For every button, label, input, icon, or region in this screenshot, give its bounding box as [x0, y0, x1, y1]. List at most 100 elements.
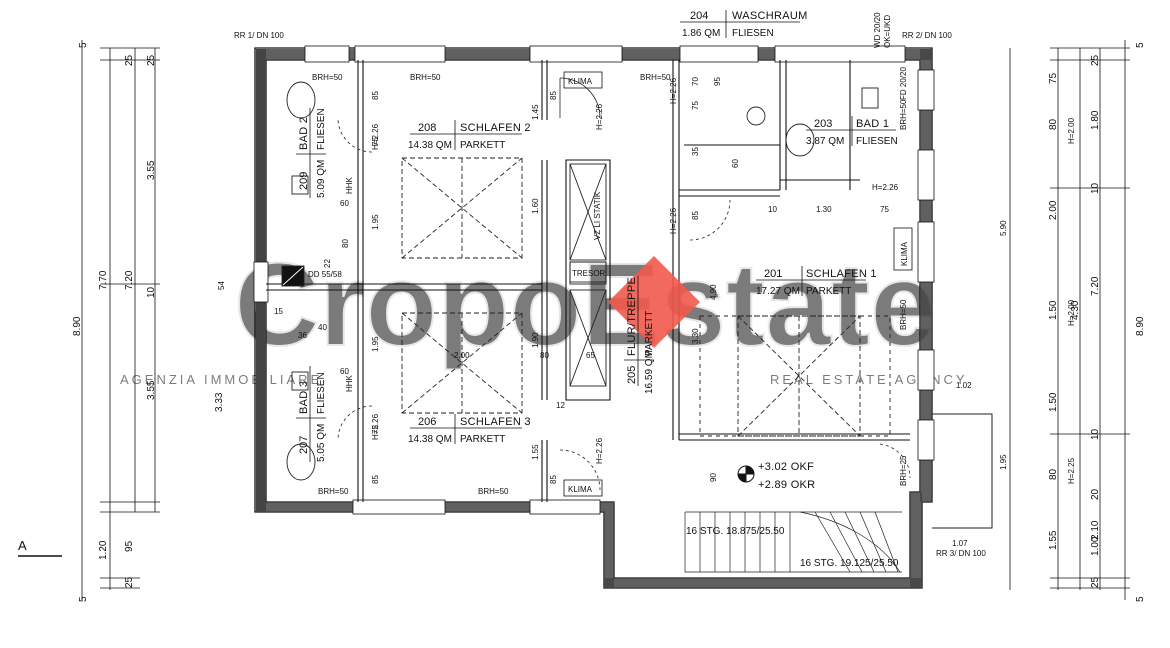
dim-left-3-55-a: 3.55 [146, 160, 157, 180]
sanitary-fixtures [281, 81, 879, 481]
room-205-area: 16.59 QM [644, 350, 655, 394]
dim-1-90: 1.90 [531, 332, 540, 348]
dim-1-60: 1.60 [531, 198, 540, 214]
beds [401, 157, 891, 437]
dim-right-1-50-b: 1.50 [1048, 392, 1059, 412]
dim-60-c: 60 [731, 159, 740, 168]
watermark-tagline-left: AGENZIA IMMOBILIARE [120, 372, 322, 387]
room-207-floor: FLIESEN [316, 372, 327, 414]
room-201-name: SCHLAFEN 1 [806, 268, 877, 280]
brh-label-4: BRH=50 [318, 487, 349, 496]
vz-statik-label: VZ LI STATIK [593, 191, 602, 240]
klima-label-b: KLIMA [568, 485, 593, 494]
dim-right-2-10: 2.10 [1090, 520, 1101, 540]
room-205-floor: PARKETT [644, 311, 655, 356]
room-203-name: BAD 1 [856, 118, 889, 130]
dim-right-80: 80 [1048, 118, 1059, 130]
dim-1-95-a: 1.95 [371, 214, 380, 230]
room-208-number: 208 [418, 122, 436, 134]
dd-label: DD 55/58 [308, 270, 342, 279]
dim-5-90: 5.90 [999, 220, 1008, 236]
stair-label-2: 16 STG. 19.125/25.50 [800, 558, 899, 569]
dim-right-1-00: 1.00 [1090, 536, 1101, 556]
dim-75-b: 75 [371, 425, 380, 434]
dim-60-b: 60 [340, 367, 349, 376]
stair-label-1: 16 STG. 18.875/25.50 [686, 526, 785, 537]
room-209-number: 209 [298, 172, 310, 190]
room-209-floor: FLIESEN [316, 108, 327, 150]
dim-right-1-50-a: 1.50 [1048, 300, 1059, 320]
watermark-tagline-right: REAL ESTATE AGENCY [770, 372, 968, 387]
right-dimension-lines [1009, 40, 1130, 600]
dim-40: 40 [318, 323, 327, 332]
room-209-name: BAD 2 [298, 117, 310, 150]
room-206-area: 14.38 QM [408, 434, 452, 445]
height-label-7: H=2.26 [872, 183, 899, 192]
room-201: 201 SCHLAFEN 1 17.27 QM PARKETT [756, 266, 877, 297]
dim-75-a: 75 [371, 137, 380, 146]
dim-12: 12 [556, 401, 565, 410]
hhk-label-a: HHK [345, 176, 354, 194]
dim-right-20: 20 [1090, 488, 1101, 500]
room-206-name: SCHLAFEN 3 [460, 416, 531, 428]
level-marker: +3.02 OKF +2.89 OKR [737, 461, 815, 491]
klima-label-a: KLIMA [568, 77, 593, 86]
height-label-9: H=2.00 [1067, 299, 1076, 326]
room-208-floor: PARKETT [460, 140, 505, 151]
room-208: 208 SCHLAFEN 2 14.38 QM PARKETT [408, 120, 531, 151]
fd-label: FD 20/20 [899, 67, 908, 100]
dim-right-1-55: 1.55 [1048, 530, 1059, 550]
room-206: 206 SCHLAFEN 3 14.38 QM PARKETT [408, 414, 531, 445]
brh-label-7: BRH=25 [899, 455, 908, 486]
rr1-label: RR 1/ DN 100 [234, 31, 284, 40]
dim-left-1-20: 1.20 [98, 540, 109, 560]
dim-75-c: 75 [691, 101, 700, 110]
room-204-floor: FLIESEN [732, 28, 774, 39]
height-label-4: H=2.26 [371, 413, 380, 440]
room-207-name: BAD 3 [298, 381, 310, 414]
dim-left-95: 95 [124, 540, 135, 552]
height-label-6: H=2.26 [669, 207, 678, 234]
room-205-name: FLUR/TREPPE [626, 277, 638, 356]
room-209-area: 5.09 QM [316, 160, 327, 198]
dim-right-5-top: 5 [1135, 42, 1146, 48]
room-207: 207 BAD 3 5.05 QM FLIESEN [296, 366, 327, 462]
dim-right-8-90: 8.90 [1135, 316, 1146, 336]
dim-right-75: 75 [1048, 72, 1059, 84]
dim-1-95-b: 1.95 [371, 336, 380, 352]
height-label-3: H=2.26 [371, 123, 380, 150]
dim-right-5-bottom: 5 [1135, 596, 1146, 602]
dim-right-25-b: 25 [1090, 576, 1101, 588]
balcony [932, 413, 993, 529]
rr2-label: RR 2/ DN 100 [902, 31, 952, 40]
room-203-number: 203 [814, 118, 832, 130]
brh-label-6: BRH=50 [899, 299, 908, 330]
dim-1-02: 1.02 [956, 381, 972, 390]
diamond-marker-icon [608, 256, 700, 348]
dim-60-a: 60 [340, 199, 349, 208]
brh-label-1: BRH=50 [312, 73, 343, 82]
room-203: 203 BAD 1 3.87 QM FLIESEN [806, 116, 898, 147]
dim-left-8-90: 8.90 [72, 316, 83, 336]
dim-10-a: 10 [768, 205, 777, 214]
brh-label-3: BRH=50 [640, 73, 671, 82]
brh-label-8: BRH=50 [899, 99, 908, 130]
left-dimension-labels: 5 25 25 7.70 3.55 7.20 10 3.55 8.90 3.33… [72, 42, 225, 602]
dim-right-4-30: 4.30 [1070, 300, 1081, 320]
dim-54: 54 [217, 281, 226, 290]
dim-75-d: 75 [880, 205, 889, 214]
height-label-1: H=2.26 [595, 103, 604, 130]
dim-3-30: 3.30 [691, 328, 700, 344]
dim-85-e: 85 [691, 211, 700, 220]
dim-2-00: 2.00 [454, 351, 470, 360]
section-marker: A [18, 538, 62, 557]
dim-right-10-b: 10 [1090, 428, 1101, 440]
room-203-area: 3.87 QM [806, 136, 844, 147]
room-205-number: 205 [626, 366, 638, 384]
stairs [684, 511, 902, 573]
dim-95: 95 [713, 77, 722, 86]
room-206-floor: PARKETT [460, 434, 505, 445]
rr3-label: RR 3/ DN 100 [936, 549, 986, 558]
dim-4-90: 4.90 [709, 284, 718, 300]
